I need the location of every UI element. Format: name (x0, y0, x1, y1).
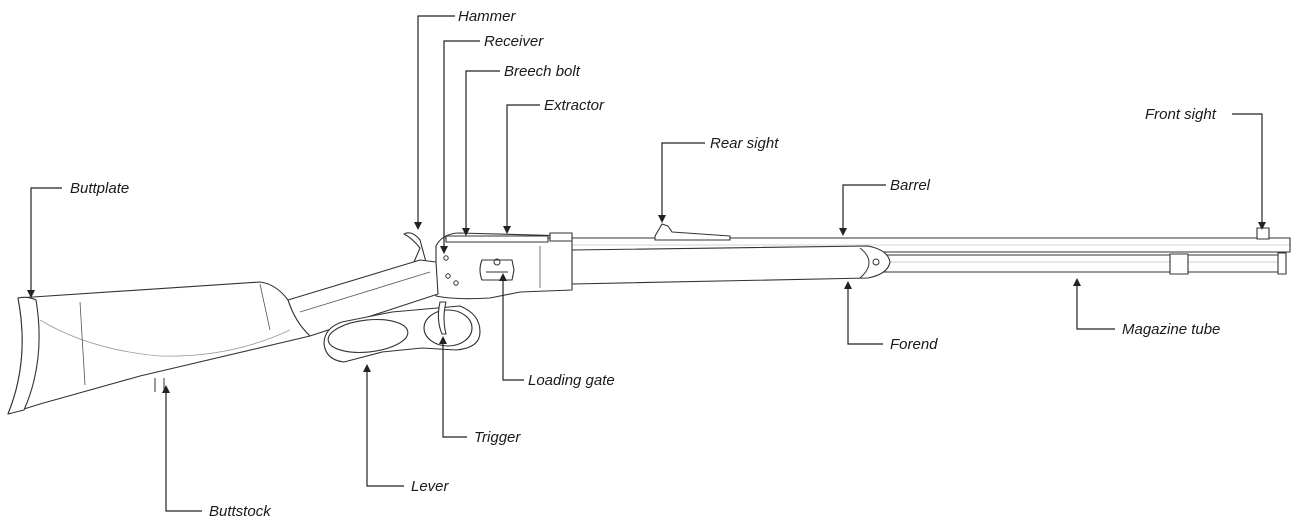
rifle-illustration (7, 223, 1291, 415)
buttplate-shape (7, 296, 40, 415)
label-buttstock: Buttstock (209, 503, 272, 520)
lever-front-loop (423, 309, 473, 347)
label-hammer: Hammer (458, 8, 517, 25)
label-breech-bolt: Breech bolt (504, 63, 581, 80)
label-magazine-tube: Magazine tube (1122, 321, 1220, 338)
part-labels: Hammer Receiver Breech bolt Extractor Re… (70, 8, 1220, 520)
label-loading-gate: Loading gate (528, 372, 615, 389)
hammer-shape (403, 232, 427, 263)
label-forend: Forend (890, 336, 938, 353)
label-receiver: Receiver (484, 33, 544, 50)
label-barrel: Barrel (890, 177, 931, 194)
breech-bolt-shape (445, 235, 549, 243)
rear-sight-shape (654, 223, 731, 241)
lever-loop (327, 318, 409, 354)
magazine-tube-shape (879, 254, 1285, 273)
label-rear-sight: Rear sight (710, 135, 779, 152)
front-sight-shape (1256, 227, 1270, 240)
loading-gate-shape (479, 259, 515, 281)
leader-lines (27, 15, 1266, 512)
trigger-shape (437, 301, 447, 335)
magazine-band (1169, 253, 1189, 275)
label-lever: Lever (411, 478, 450, 495)
label-extractor: Extractor (544, 97, 605, 114)
forend-shape (571, 245, 891, 285)
label-buttplate: Buttplate (70, 180, 129, 197)
buttstock-shape (7, 281, 311, 415)
label-trigger: Trigger (474, 429, 521, 446)
label-front-sight: Front sight (1145, 106, 1217, 123)
